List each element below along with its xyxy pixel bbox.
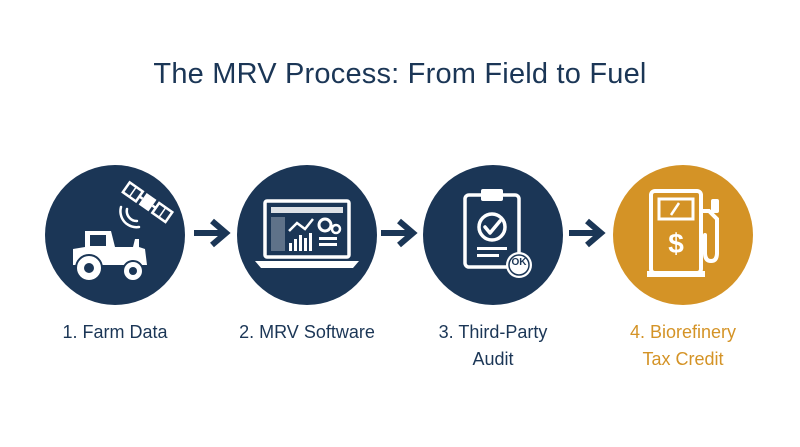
laptop-dashboard-icon [255, 199, 359, 268]
step-3-label: 3. Third-Party Audit [438, 322, 548, 369]
tractor-satellite-icon [73, 180, 175, 282]
step-1-label: 1. Farm Data [62, 322, 168, 342]
fuel-pump-dollar-icon: $ [647, 189, 719, 277]
step-2-circle [237, 165, 377, 305]
step-2-label: 2. MRV Software [239, 322, 375, 342]
step-4-circle: $ [613, 165, 753, 305]
arrow-right-icon [190, 215, 234, 251]
svg-text:$: $ [668, 228, 684, 259]
ok-badge: OK [511, 257, 527, 268]
page-title: The MRV Process: From Field to Fuel [153, 58, 647, 90]
step-1-circle [45, 165, 185, 305]
step-3-circle: OK [423, 165, 563, 305]
arrow-right-icon [565, 215, 609, 251]
arrow-right-icon [377, 215, 421, 251]
step-4-label: 4. Biorefinery Tax Credit [629, 322, 737, 369]
clipboard-check-icon [463, 189, 532, 278]
